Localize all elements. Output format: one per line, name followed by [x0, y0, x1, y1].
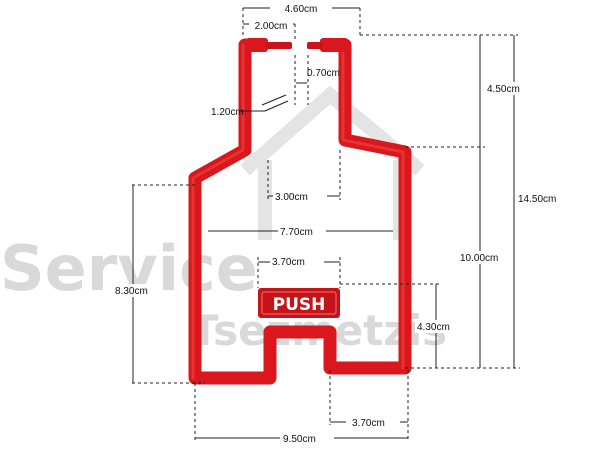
dim-total-height: 14.50cm [518, 194, 556, 205]
dim-body-width: 7.70cm [280, 227, 313, 238]
dim-total-width: 9.50cm [283, 434, 316, 445]
watermark-house-icon [240, 85, 425, 240]
dim-notch-height: 4.30cm [417, 322, 450, 333]
dim-pin-length: 1.20cm [211, 107, 244, 118]
dim-body-height: 10.00cm [460, 253, 498, 264]
dim-neck-height: 4.50cm [487, 84, 520, 95]
push-label: PUSH [273, 295, 326, 315]
dim-push-width: 3.70cm [272, 257, 305, 268]
right-pin [320, 38, 348, 52]
dimension-labels: 4.60cm 2.00cm 0.70cm 1.20cm 4.50cm 14.50… [113, 1, 570, 445]
dim-top-width: 4.60cm [285, 4, 318, 15]
left-pin [246, 38, 268, 52]
dim-left-height: 8.30cm [115, 286, 148, 297]
dim-pin-depth: 0.70cm [307, 68, 340, 79]
dim-leg-width: 3.70cm [352, 418, 385, 429]
watermark: Service Tsezmetzis [0, 85, 447, 355]
dim-neck-width: 3.00cm [275, 192, 308, 203]
handle-part: PUSH [188, 38, 412, 385]
push-badge [258, 288, 340, 318]
dim-top-gap: 2.00cm [255, 21, 288, 32]
